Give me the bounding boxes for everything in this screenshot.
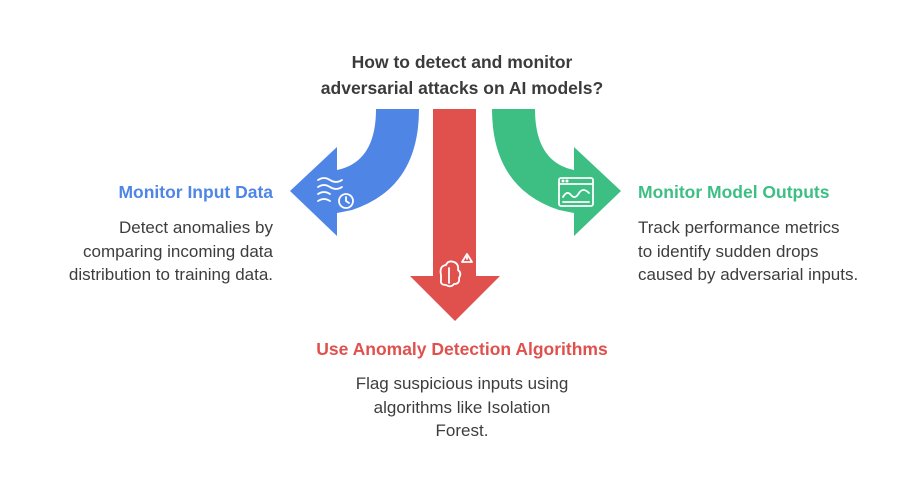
title-line-2: adversarial attacks on AI models? — [320, 78, 604, 98]
desc-line: Track performance metrics — [638, 218, 840, 237]
monitor-model-outputs-heading: Monitor Model Outputs — [638, 182, 830, 202]
desc-line: to identify sudden drops — [638, 241, 819, 261]
desc-line: Flag suspicious inputs using — [355, 374, 569, 393]
monitor-model-outputs-description: Track performance metrics to identify su… — [638, 216, 908, 287]
desc-line: distribution to training data. — [68, 265, 273, 284]
data-wave-clock-icon — [317, 177, 354, 209]
left-arrow — [290, 109, 419, 236]
right-arrow — [492, 109, 621, 236]
center-arrow — [410, 109, 500, 321]
desc-line: Detect anomalies by — [118, 218, 273, 237]
anomaly-detection-heading: Use Anomaly Detection Algorithms — [316, 339, 608, 359]
desc-line: algorithms like Isolation — [373, 397, 551, 417]
desc-line: Forest. — [435, 421, 489, 440]
monitor-input-data-heading: Monitor Input Data — [118, 182, 273, 202]
brain-warning-icon — [439, 253, 473, 288]
monitor-chart-icon — [558, 177, 594, 207]
desc-line: caused by adversarial inputs. — [638, 265, 859, 284]
diagram-title: How to detect and monitor adversarial at… — [262, 49, 662, 101]
title-line-1: How to detect and monitor — [351, 52, 573, 72]
desc-line: comparing incoming data — [83, 241, 273, 261]
monitor-input-data-description: Detect anomalies by comparing incoming d… — [13, 216, 273, 287]
anomaly-detection-description: Flag suspicious inputs using algorithms … — [312, 372, 612, 443]
